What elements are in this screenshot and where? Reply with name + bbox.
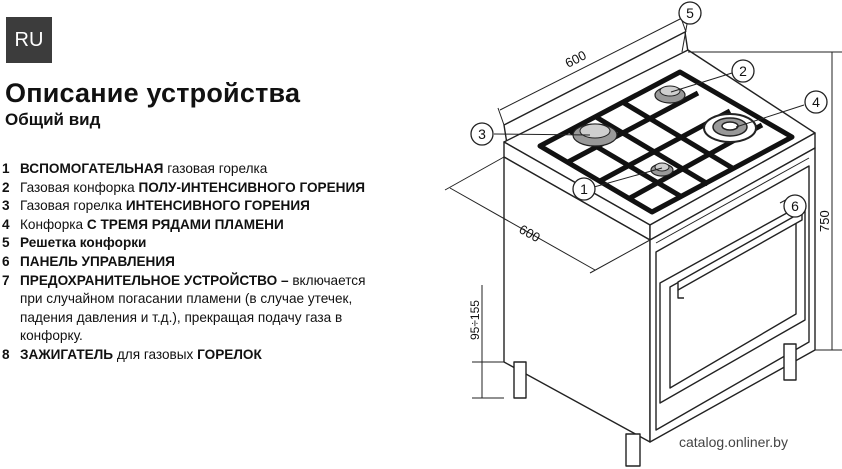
callout-label: 1	[580, 181, 588, 197]
dimension-feet-label: 95÷155	[468, 300, 482, 340]
legend-number: 2	[2, 179, 10, 195]
door-handle-left-bracket	[677, 290, 684, 299]
callout-3: 3	[470, 122, 494, 146]
dimension-lines	[444, 14, 842, 399]
oven-door	[659, 202, 806, 404]
legend-bold-text: ВСПОМОГАТЕЛЬНАЯ	[20, 161, 164, 176]
callout-label: 4	[812, 94, 820, 110]
dimension-height-label: 750	[817, 210, 832, 232]
callout-leaders	[493, 23, 805, 204]
legend-number: 3	[2, 198, 10, 214]
legend-bold-text: С ТРЕМЯ РЯДАМИ ПЛАМЕНИ	[86, 216, 284, 232]
callout-label: 5	[686, 5, 694, 21]
legend-text: Газовая горелка	[20, 198, 126, 214]
legend-continuation: при случайном погасании пламени (в случа…	[20, 291, 353, 307]
legend-number: 4	[2, 216, 10, 232]
page-subtitle: Общий вид	[5, 110, 101, 129]
legend-text: Газовая конфорка	[20, 179, 139, 195]
legend-item-1: 1 ВСПОМОГАТЕЛЬНАЯ газовая горелка	[0, 160, 420, 179]
callout-label: 3	[478, 126, 486, 142]
callout-6: 6	[783, 194, 807, 218]
legend-bold-text: ИНТЕНСИВНОГО ГОРЕНИЯ	[125, 198, 310, 214]
burners	[572, 85, 757, 177]
legend-item-5: 5 Решетка конфорки	[0, 234, 420, 253]
legend-bold-text: ГОРЕЛОК	[197, 346, 262, 362]
legend-text: Конфорка	[20, 216, 87, 232]
control-panel-line	[655, 157, 810, 244]
callout-label: 6	[791, 198, 799, 214]
cooker-diagram: 600 600 750 95÷155 1 2 3 4 5 6	[444, 1, 842, 467]
legend-bold-text: ПРЕДОХРАНИТЕЛЬНОЕ УСТРОЙСТВО –	[20, 272, 289, 288]
legend-bold-text: ПОЛУ-ИНТЕНСИВНОГО ГОРЕНИЯ	[138, 179, 366, 195]
callout-1: 1	[572, 177, 596, 201]
callout-4: 4	[804, 90, 828, 114]
legend-number: 1	[2, 161, 10, 176]
legend-number: 8	[2, 346, 10, 362]
legend-text: для газовых	[113, 346, 198, 362]
burner-4	[703, 113, 757, 143]
legend-item-6: 6 ПАНЕЛЬ УПРАВЛЕНИЯ	[0, 253, 420, 272]
foot-front-right	[783, 343, 797, 381]
callout-5: 5	[678, 1, 702, 25]
legend-text: газовая горелка	[163, 161, 268, 176]
door-handle	[677, 211, 803, 291]
burner-2	[654, 85, 686, 104]
legend-text: включается	[288, 272, 366, 288]
page-title: Описание устройства	[5, 78, 301, 108]
foot-rear-left	[513, 361, 527, 399]
legend-number: 7	[2, 272, 10, 288]
legend-number: 6	[2, 253, 10, 269]
foot-front-left	[625, 433, 641, 467]
legend-item-7: 7 ПРЕДОХРАНИТЕЛЬНОЕ УСТРОЙСТВО – включае…	[0, 272, 420, 346]
legend-item-4: 4 Конфорка С ТРЕМЯ РЯДАМИ ПЛАМЕНИ	[0, 216, 420, 235]
watermark: catalog.onliner.by	[676, 434, 791, 450]
legend-item-3: 3 Газовая горелка ИНТЕНСИВНОГО ГОРЕНИЯ	[0, 197, 420, 216]
legend-number: 5	[2, 235, 10, 251]
legend-bold-text: Решетка конфорки	[20, 235, 147, 251]
parts-legend: 1 ВСПОМОГАТЕЛЬНАЯ газовая горелка 2 Газо…	[0, 160, 420, 365]
language-badge: RU	[6, 17, 52, 63]
legend-item-8: 8 ЗАЖИГАТЕЛЬ для газовых ГОРЕЛОК	[0, 346, 420, 365]
callout-label: 2	[739, 63, 747, 79]
legend-bold-text: ЗАЖИГАТЕЛЬ	[20, 346, 114, 362]
legend-item-2: 2 Газовая конфорка ПОЛУ-ИНТЕНСИВНОГО ГОР…	[0, 179, 420, 198]
callout-2: 2	[731, 59, 755, 83]
front-frame	[655, 165, 810, 431]
legend-continuation: конфорку.	[20, 328, 83, 344]
legend-bold-text: ПАНЕЛЬ УПРАВЛЕНИЯ	[20, 253, 175, 269]
legend-continuation: падения давления и т.д.), прекращая пода…	[20, 309, 343, 325]
